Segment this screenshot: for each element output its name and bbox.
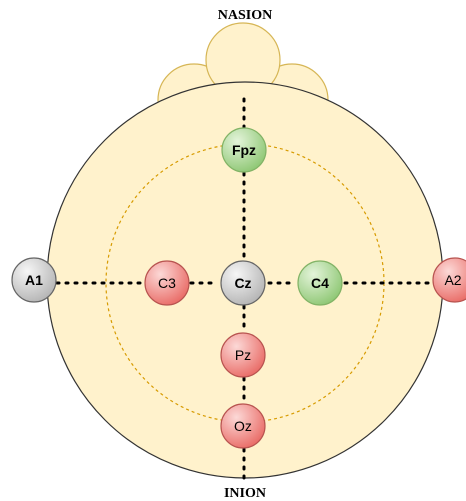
electrode-c3-label: C3 xyxy=(158,275,176,291)
electrode-c3: C3 xyxy=(144,260,190,306)
guide-lines xyxy=(55,97,434,480)
electrode-oz-circle xyxy=(220,403,266,449)
electrode-a1: A1 xyxy=(11,257,57,303)
electrode-oz-label: Oz xyxy=(234,418,252,434)
electrode-pz-label: Pz xyxy=(235,347,251,363)
electrode-pz: Pz xyxy=(220,332,266,378)
electrode-c4-label: C4 xyxy=(311,275,329,291)
electrode-c4: C4 xyxy=(297,260,343,306)
electrode-pz-circle xyxy=(220,332,266,378)
electrode-oz: Oz xyxy=(220,403,266,449)
nasion-label: NASION xyxy=(218,8,272,23)
electrode-fpz-label: Fpz xyxy=(232,142,256,158)
electrode-a2-circle xyxy=(432,257,466,303)
electrode-fpz-circle xyxy=(221,127,267,173)
electrode-a2-label: A2 xyxy=(444,272,461,288)
electrode-fpz: Fpz xyxy=(221,127,267,173)
electrode-a1-label: A1 xyxy=(25,272,43,288)
inion-label: INION xyxy=(224,486,266,501)
electrode-c4-circle xyxy=(297,260,343,306)
electrode-cz-circle xyxy=(220,260,266,306)
electrode-cz: Cz xyxy=(220,260,266,306)
electrode-a2: A2 xyxy=(432,257,466,303)
electrode-a1-circle xyxy=(11,257,57,303)
electrode-cz-label: Cz xyxy=(234,275,251,291)
electrode-c3-circle xyxy=(144,260,190,306)
